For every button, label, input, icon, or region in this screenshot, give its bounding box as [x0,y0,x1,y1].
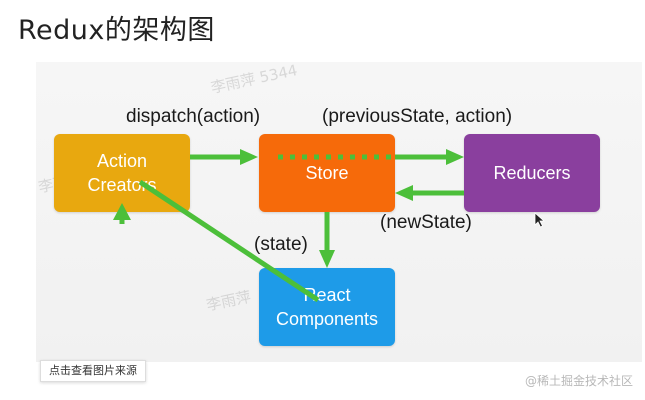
node-reducers: Reducers [464,134,600,212]
edge-label-dispatch: dispatch(action) [126,106,261,127]
mouse-cursor-icon [534,212,546,228]
node-store-label: Store [305,163,349,183]
node-store: Store [259,134,395,212]
edge-label-new-state: (newState) [380,212,472,233]
node-react-components-line-2: Components [275,309,379,329]
edge-label-state: (state) [254,234,308,255]
view-image-source-button[interactable]: 点击查看图片来源 [40,360,146,382]
node-reducers-label: Reducers [493,163,571,183]
node-action-creators-line-1: Action [96,151,148,171]
node-action-creators: Action Creators [54,134,190,212]
edge-label-previous-state: (previousState, action) [322,106,513,127]
node-react-components: React Components [259,268,395,346]
node-react-components-line-1: React [303,285,351,305]
credit-text: @稀土掘金技术社区 [524,374,633,388]
node-action-creators-line-2: Creators [87,175,157,195]
page-title: Redux的架构图 [18,15,215,46]
